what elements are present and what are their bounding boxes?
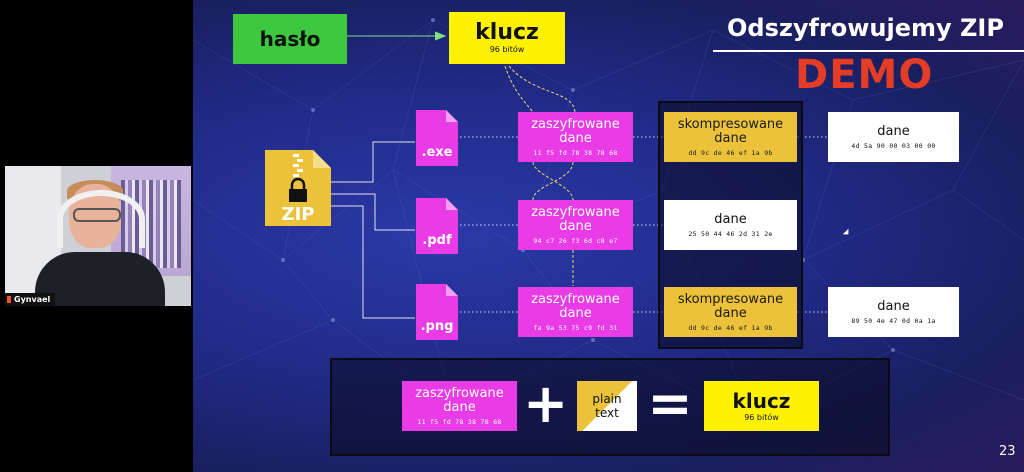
headset bbox=[57, 190, 145, 248]
file-extension: .pdf bbox=[422, 233, 452, 248]
password-label: hasło bbox=[259, 27, 321, 51]
file-extension: .exe bbox=[421, 145, 453, 160]
zip-label: ZIP bbox=[281, 204, 315, 225]
webcam-feed: Gynvael bbox=[5, 166, 191, 306]
compressed-data-exe: skompresowane dane dd 9c de 46 ef 1a 9b bbox=[664, 112, 797, 162]
key-label: klucz bbox=[475, 20, 539, 45]
slide-title: Odszyfrowujemy ZIP bbox=[727, 14, 1004, 42]
slide-number: 23 bbox=[999, 444, 1016, 459]
file-extension: .png bbox=[420, 319, 454, 334]
key-bits: 96 bitów bbox=[489, 45, 525, 54]
plain-text-box: plain text bbox=[577, 381, 637, 431]
presenter-body bbox=[35, 252, 165, 306]
decompressed-data-exe: dane 4d 5a 90 00 03 00 00 bbox=[828, 112, 959, 162]
password-box: hasło bbox=[233, 14, 347, 64]
presentation-slide: Odszyfrowujemy ZIP DEMO hasło klucz 96 b… bbox=[193, 0, 1024, 472]
participant-name: Gynvael bbox=[5, 293, 56, 306]
encrypted-data-pdf: zaszyfrowane dane 94 c7 26 f3 6d c8 e7 bbox=[518, 200, 633, 250]
network-background bbox=[193, 18, 1024, 421]
key-box: klucz 96 bitów bbox=[449, 12, 565, 64]
plus-sign: + bbox=[523, 372, 569, 435]
plain-data-pdf: dane 25 50 44 46 2d 31 2e bbox=[664, 200, 797, 250]
zip-archive-icon: ZIP bbox=[265, 150, 331, 226]
pdf-file-icon: .pdf bbox=[416, 198, 458, 254]
encrypted-data-exe: zaszyfrowane dane 11 f5 fd 78 38 78 68 bbox=[518, 112, 633, 162]
demo-label: DEMO bbox=[795, 52, 934, 98]
formula-key-box: klucz 96 bitów bbox=[704, 381, 819, 431]
formula-encrypted-data: zaszyfrowane dane 11 f5 fd 78 38 78 68 bbox=[402, 381, 517, 431]
png-file-icon: .png bbox=[416, 284, 458, 340]
decompressed-data-png: dane 89 50 4e 47 0d 0a 1a bbox=[828, 287, 959, 337]
exe-file-icon: .exe bbox=[416, 110, 458, 166]
compressed-data-png: skompresowane dane dd 9c de 46 ef 1a 9b bbox=[664, 287, 797, 337]
title-underline bbox=[713, 50, 1024, 52]
equals-sign: = bbox=[647, 372, 693, 435]
encrypted-data-png: zaszyfrowane dane fa 9a 53 75 c9 fd 31 bbox=[518, 287, 633, 337]
